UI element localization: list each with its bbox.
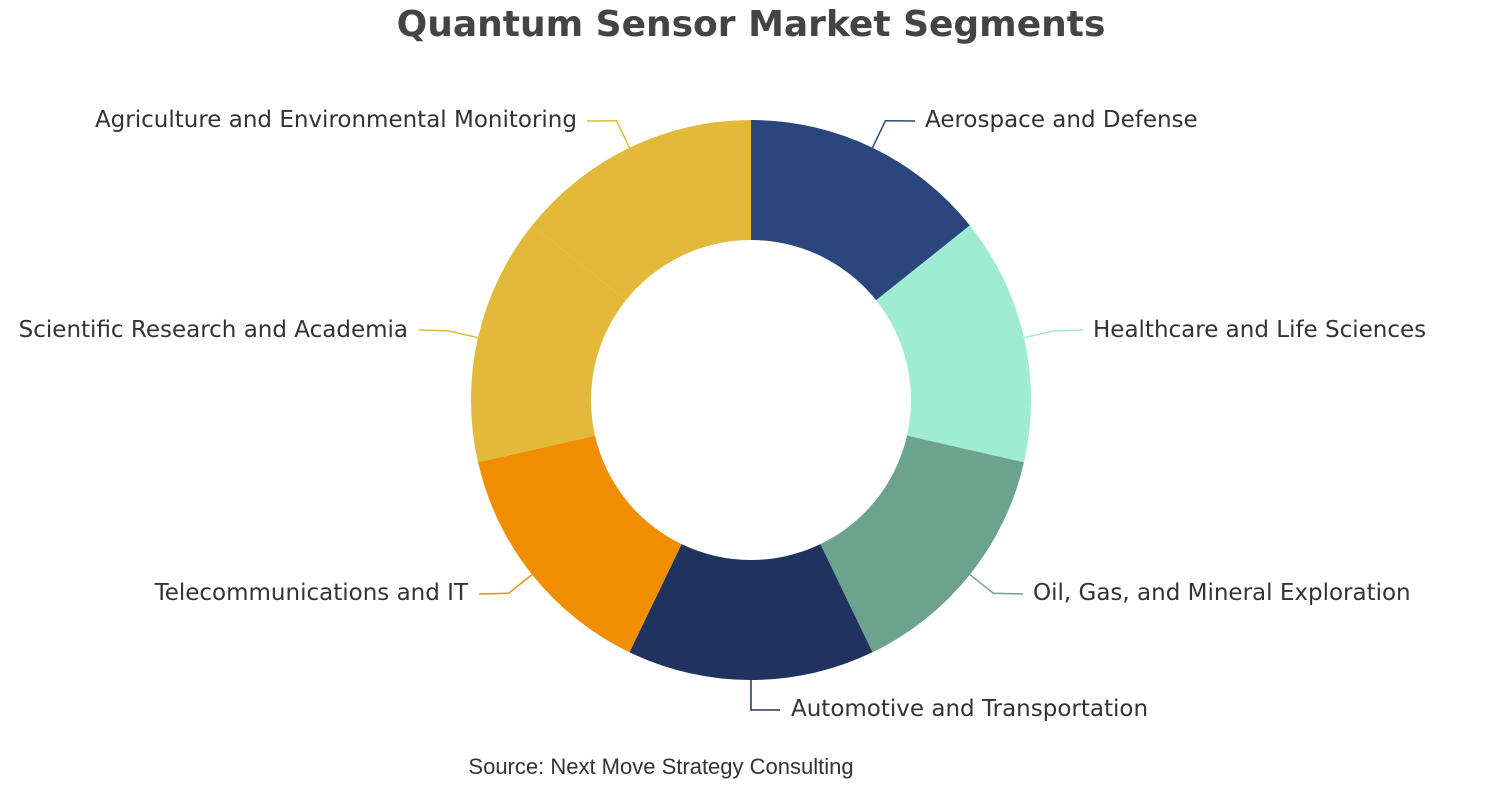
source-note: Source: Next Move Strategy Consulting [468,754,853,779]
slice-label-3: Oil, Gas, and Mineral Exploration [1033,580,1411,606]
slice-label-6: Scientific Research and Academia [19,317,408,343]
slice-label-7: Agriculture and Environmental Monitoring [95,107,577,133]
slice-label-1: Aerospace and Defense [925,107,1198,133]
leader-line-7 [586,119,631,149]
slice-2[interactable] [876,225,1032,463]
slice-label-5: Telecommunications and IT [154,580,469,606]
leader-line-5 [478,574,533,595]
chart-title: Quantum Sensor Market Segments [397,4,1106,45]
slices-group [470,120,1032,680]
slice-6[interactable] [470,225,626,463]
slice-3[interactable] [820,435,1024,653]
slice-4[interactable] [629,544,873,680]
leader-line-2 [1023,329,1084,339]
leader-line-3 [969,574,1024,595]
leader-line-6 [418,329,479,339]
slice-label-4: Automotive and Transportation [791,696,1148,722]
slice-label-2: Healthcare and Life Sciences [1093,317,1426,343]
leader-line-1 [871,119,916,149]
slice-7[interactable] [532,120,751,301]
slice-1[interactable] [751,120,970,301]
leader-line-4 [750,680,780,711]
slice-5[interactable] [478,435,682,653]
